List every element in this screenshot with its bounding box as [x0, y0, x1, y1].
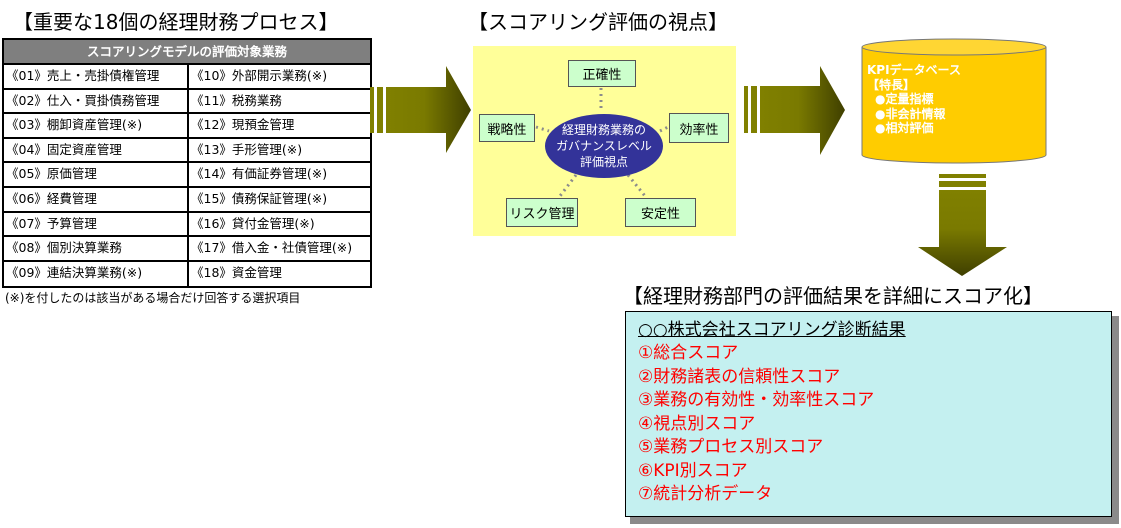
- table-row: 《08》個別決算業務 《17》借入金・社債管理(※): [4, 237, 370, 262]
- process-table-header: スコアリングモデルの評価対象業務: [4, 40, 370, 65]
- process-cell: 《12》現預金管理: [191, 117, 295, 133]
- viewpoint-efficiency: 効率性: [669, 113, 729, 143]
- table-row: 《07》予算管理 《16》貸付金管理(※): [4, 212, 370, 238]
- table-row: 《02》仕入・買掛債務管理 《11》税務業務: [4, 89, 370, 115]
- process-cell: 《13》手形管理(※): [191, 141, 303, 157]
- result-item: ③業務の有効性・効率性スコア: [638, 390, 875, 410]
- process-table: スコアリングモデルの評価対象業務 《01》売上・売掛債権管理 《10》外部開示業…: [2, 38, 372, 289]
- process-cell: 《18》資金管理: [191, 264, 282, 280]
- arrow-down-icon: [918, 174, 1007, 276]
- table-row: 《03》棚卸資産管理(※) 《12》現預金管理: [4, 114, 370, 139]
- process-cell: 《09》連結決算業務(※): [4, 261, 189, 287]
- result-item: ②財務諸表の信頼性スコア: [638, 366, 841, 387]
- viewpoint-stability: 安定性: [625, 198, 696, 227]
- process-cell: 《02》仕入・買掛債務管理: [4, 89, 189, 113]
- center-line: ガバナンスレベル: [556, 139, 652, 153]
- result-box: ○○株式会社スコアリング診断結果 ①総合スコア ②財務諸表の信頼性スコア ③業務…: [625, 311, 1112, 517]
- arrow-right-icon: [370, 66, 471, 153]
- result-item: ④視点別スコア: [638, 413, 756, 434]
- kpi-feature: ●定量指標: [875, 92, 934, 106]
- center-governance-ellipse: 経理財務業務の ガバナンスレベル 評価視点: [545, 114, 663, 178]
- kpi-feature-label: 【特長】: [867, 77, 916, 92]
- kpi-feature: ●相対評価: [875, 121, 934, 135]
- process-cell: 《08》個別決算業務: [4, 237, 189, 260]
- process-cell: 《04》固定資産管理: [4, 138, 189, 162]
- result-item: ⑤業務プロセス別スコア: [638, 437, 824, 457]
- results-title: 【経理財務部門の評価結果を詳細にスコア化】: [623, 284, 1043, 308]
- viewpoints-title: 【スコアリング評価の視点】: [468, 10, 728, 34]
- process-cell: 《15》債務保証管理(※): [191, 190, 328, 206]
- process-cell: 《17》借入金・社債管理(※): [191, 240, 353, 256]
- processes-title: 【重要な18個の経理財務プロセス】: [13, 10, 339, 34]
- footnote: (※)を付したのは該当がある場合だけ回答する選択項目: [5, 291, 301, 305]
- process-cell: 《16》貸付金管理(※): [191, 215, 315, 231]
- result-item: ⑦統計分析データ: [638, 484, 773, 504]
- table-row: 《04》固定資産管理 《13》手形管理(※): [4, 138, 370, 164]
- arrow-right-icon: [744, 66, 845, 155]
- viewpoint-risk-management: リスク管理: [506, 198, 578, 227]
- process-cell: 《14》有価証券管理(※): [191, 166, 328, 182]
- center-line: 経理財務業務の: [561, 123, 646, 137]
- table-row: 《01》売上・売掛債権管理 《10》外部開示業務(※): [4, 65, 370, 90]
- process-cell: 《10》外部開示業務(※): [191, 68, 328, 83]
- database-cylinder-icon: [861, 38, 1047, 164]
- kpi-database-title: KPIデータベース: [867, 63, 961, 77]
- result-item: ①総合スコア: [638, 343, 739, 363]
- kpi-database-text: KPIデータベース 【特長】 ●定量指標 ●非会計情報 ●相対評価: [867, 63, 961, 136]
- process-cell: 《01》売上・売掛債権管理: [4, 65, 189, 88]
- table-row: 《09》連結決算業務(※) 《18》資金管理: [4, 261, 370, 287]
- process-cell: 《06》経費管理: [4, 187, 189, 211]
- kpi-feature: ●非会計情報: [875, 106, 946, 121]
- table-row: 《06》経費管理 《15》債務保証管理(※): [4, 187, 370, 213]
- process-cell: 《05》原価管理: [4, 163, 189, 186]
- viewpoint-accuracy: 正確性: [568, 60, 636, 87]
- viewpoint-strategy: 戦略性: [479, 114, 535, 142]
- center-line: 評価視点: [579, 155, 628, 169]
- result-item: ⑥KPI別スコア: [638, 460, 748, 481]
- process-cell: 《03》棚卸資産管理(※): [4, 114, 189, 137]
- table-row: 《05》原価管理 《14》有価証券管理(※): [4, 163, 370, 188]
- process-cell: 《07》予算管理: [4, 212, 189, 236]
- result-box-title: ○○株式会社スコアリング診断結果: [638, 320, 906, 340]
- process-cell: 《11》税務業務: [191, 92, 282, 108]
